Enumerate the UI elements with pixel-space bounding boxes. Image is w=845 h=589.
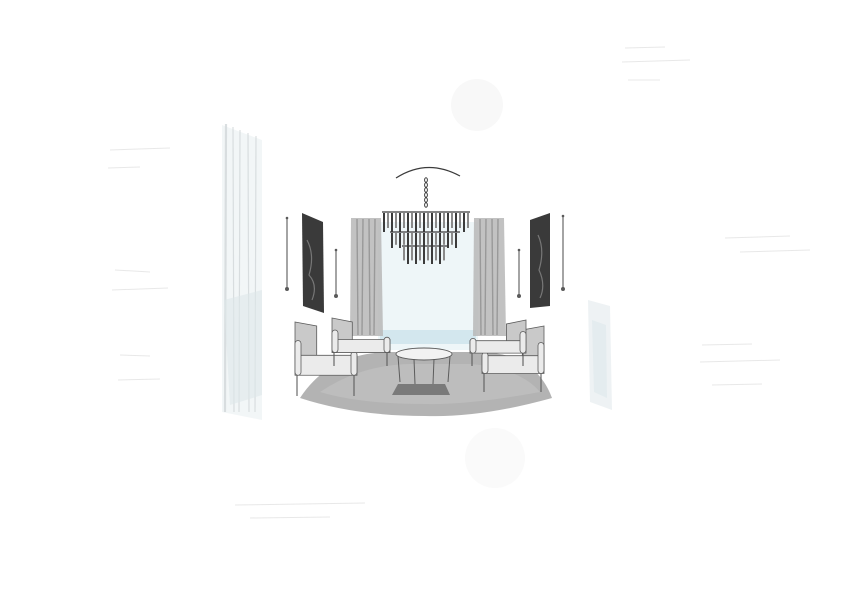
pencil-smudge xyxy=(451,79,503,131)
sconce-bulb xyxy=(334,294,338,298)
curtain-fold xyxy=(496,218,499,336)
chair-arm xyxy=(537,342,545,374)
pencil-mark xyxy=(621,59,691,63)
chair-seat xyxy=(481,355,545,374)
pencil-smudge xyxy=(465,428,525,488)
chain-link xyxy=(424,187,428,193)
framed-artwork-icon xyxy=(530,213,550,308)
curtain-drape xyxy=(473,218,506,336)
coffee-table xyxy=(395,347,453,385)
wall-panel-shade xyxy=(592,320,607,398)
window-sill-reflection xyxy=(380,330,476,344)
chain-link xyxy=(424,197,428,203)
chair-seat xyxy=(294,354,358,376)
artwork-stroke xyxy=(537,234,544,299)
left-side-wall xyxy=(222,123,262,420)
chain-link xyxy=(424,177,428,183)
artwork-left xyxy=(302,213,324,313)
curtain-fold xyxy=(356,218,359,336)
armchair-left-front xyxy=(294,321,358,396)
sconce-bulb xyxy=(561,287,565,291)
chain-link xyxy=(424,182,428,188)
chain-link xyxy=(424,202,428,208)
curtain-right xyxy=(473,218,506,336)
chain-link xyxy=(424,192,428,198)
chair-arm xyxy=(469,337,477,354)
curtain-left xyxy=(350,218,383,336)
sconce-mount xyxy=(561,214,565,218)
curtain-fold xyxy=(491,218,494,336)
table-legs xyxy=(397,355,451,385)
pencil-mark xyxy=(701,343,753,346)
table-shadow xyxy=(392,384,450,395)
pencil-mark xyxy=(234,502,366,506)
armchair-right-front xyxy=(481,325,545,392)
sconce-mount xyxy=(285,216,289,220)
chandelier-canopy xyxy=(395,166,461,179)
chair-arm xyxy=(481,351,489,374)
window-mullion xyxy=(223,123,228,413)
curtain-fold xyxy=(479,218,482,336)
pencil-mark xyxy=(724,235,791,239)
chair-arm xyxy=(331,329,339,353)
curtain-drape xyxy=(350,218,383,336)
pencil-mark xyxy=(119,354,151,357)
chair-arm xyxy=(294,340,302,376)
wall-sconce-icon xyxy=(285,214,565,298)
curtain-fold xyxy=(484,218,487,336)
chair-seat xyxy=(331,339,391,353)
sconce-bulb xyxy=(517,294,521,298)
chair-seat xyxy=(469,340,527,354)
pencil-mark xyxy=(699,359,781,363)
curtain-fold xyxy=(368,218,371,336)
pencil-mark xyxy=(107,166,141,169)
sconce-mount xyxy=(517,248,521,252)
curtain-fold xyxy=(361,218,364,336)
chair-arm xyxy=(383,336,391,353)
armchair-right-back xyxy=(469,319,527,366)
pencil-mark xyxy=(739,249,811,253)
curtain-fold xyxy=(373,218,376,336)
pencil-mark xyxy=(117,378,161,381)
sconce-mount xyxy=(334,248,338,252)
framed-artwork-icon xyxy=(302,213,324,313)
artwork-right xyxy=(530,213,550,308)
pencil-mark xyxy=(111,287,169,291)
table-top xyxy=(395,347,453,361)
pencil-mark xyxy=(624,46,666,49)
wall-shadow xyxy=(224,290,262,405)
pencil-mark xyxy=(711,383,763,386)
faint-pencil-marks xyxy=(107,46,811,519)
pencil-mark xyxy=(109,147,171,151)
armchair-left-back xyxy=(331,317,391,366)
pencil-mark xyxy=(249,516,331,519)
pencil-mark xyxy=(114,269,151,273)
artwork-stroke xyxy=(306,239,315,301)
sconce-bulb xyxy=(285,287,289,291)
chair-arm xyxy=(519,331,527,354)
chair-arm xyxy=(350,351,358,376)
right-side-wall xyxy=(588,300,612,410)
chandelier-icon xyxy=(382,166,470,264)
